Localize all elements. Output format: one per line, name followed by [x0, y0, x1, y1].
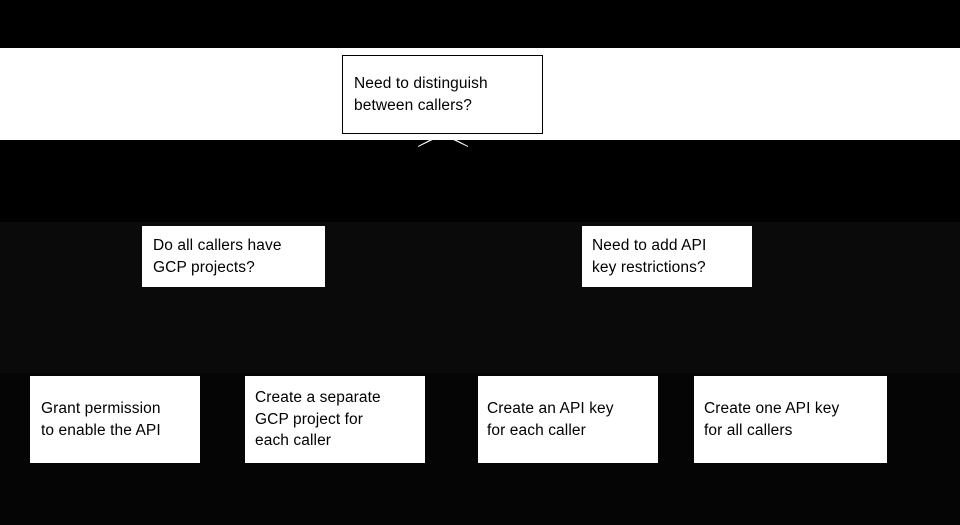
connector-root-arrowhead-icon [418, 133, 468, 147]
node-grant-permission-label: Grant permission to enable the API [41, 400, 161, 439]
node-key-each-caller-label: Create an API key for each caller [487, 400, 614, 439]
node-key-restrictions-label: Need to add API key restrictions? [592, 237, 707, 276]
node-key-all-callers-label: Create one API key for all callers [704, 400, 840, 439]
node-do-all-callers-have-gcp-projects[interactable]: Do all callers have GCP projects? [142, 226, 325, 287]
node-grant-permission-to-enable-the-api[interactable]: Grant permission to enable the API [30, 376, 200, 463]
node-gcp-projects-label: Do all callers have GCP projects? [153, 237, 282, 276]
node-need-to-distinguish-callers[interactable]: Need to distinguish between callers? [342, 55, 543, 134]
node-root-label: Need to distinguish between callers? [354, 75, 488, 114]
node-separate-project-label: Create a separate GCP project for each c… [255, 389, 381, 450]
node-create-an-api-key-for-each-caller[interactable]: Create an API key for each caller [478, 376, 658, 463]
node-need-to-add-api-key-restrictions[interactable]: Need to add API key restrictions? [582, 226, 752, 287]
node-create-one-api-key-for-all-callers[interactable]: Create one API key for all callers [694, 376, 887, 463]
node-create-a-separate-gcp-project[interactable]: Create a separate GCP project for each c… [245, 376, 425, 463]
